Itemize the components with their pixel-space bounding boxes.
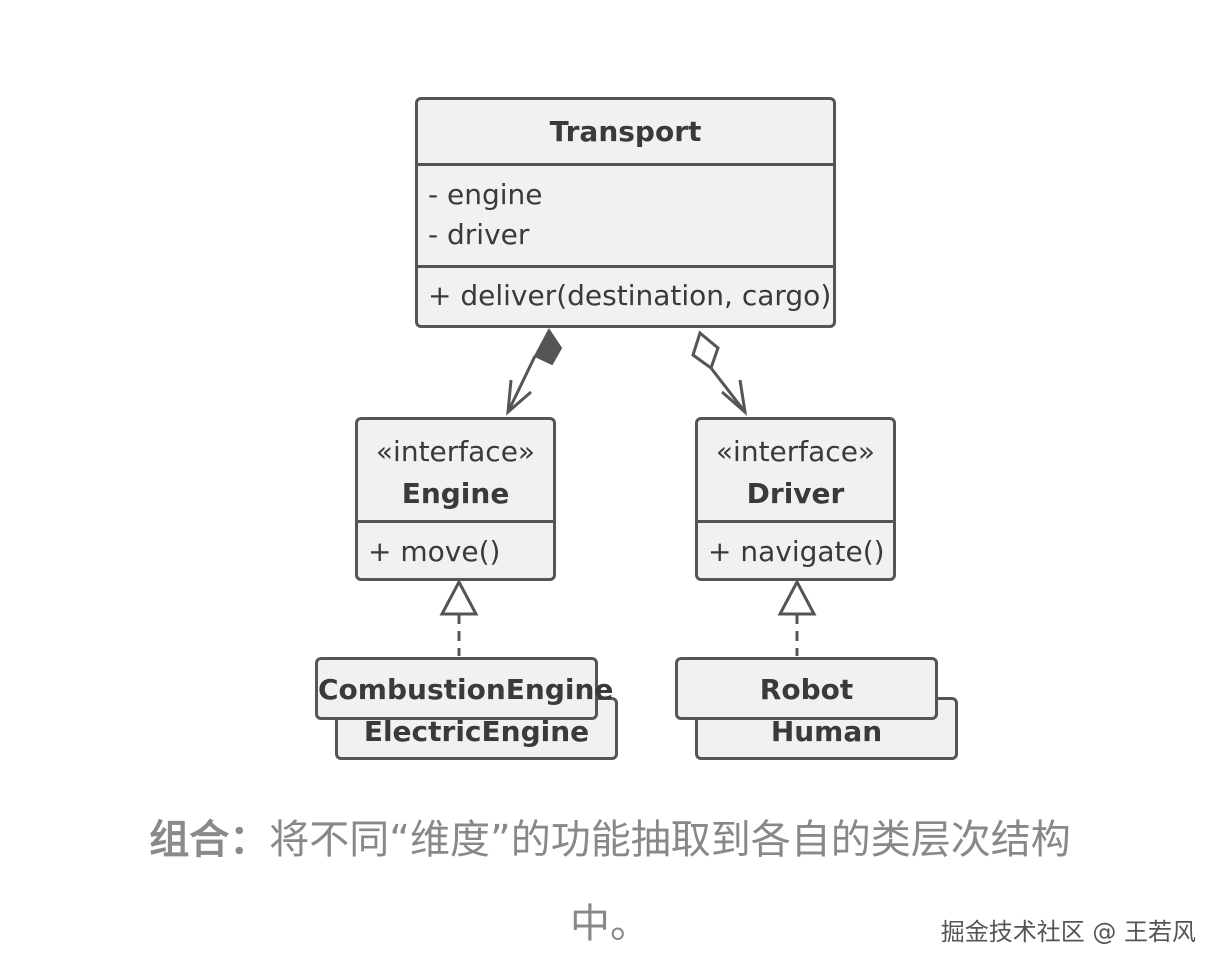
human-name: Human xyxy=(770,715,883,748)
engine-methods: + move() xyxy=(358,520,553,578)
aggregation-connector xyxy=(691,330,748,416)
open-arrowhead-icon xyxy=(721,379,748,416)
robot-class: Robot xyxy=(675,657,938,720)
field-engine: - engine xyxy=(428,178,543,211)
composition-connector xyxy=(506,328,563,416)
open-arrowhead-icon xyxy=(506,379,532,416)
robot-name: Robot xyxy=(759,673,854,706)
figure-caption: 组合：将不同“维度”的功能抽取到各自的类层次结构 中。 xyxy=(60,798,1160,966)
hollow-triangle-icon xyxy=(439,578,479,616)
method-move: + move() xyxy=(368,535,501,568)
caption-text-line-1: 将不同“维度”的功能抽取到各自的类层次结构 xyxy=(269,817,1071,863)
caption-line-1: 组合：将不同“维度”的功能抽取到各自的类层次结构 xyxy=(60,798,1160,882)
transport-methods: + deliver(destination, cargo) xyxy=(418,265,833,325)
engine-interface-name: Engine xyxy=(401,477,510,510)
hollow-triangle-icon xyxy=(777,578,817,616)
driver-interface-name: Driver xyxy=(746,477,845,510)
combustion-engine-name: CombustionEngine xyxy=(318,673,614,706)
composition-diamond-icon xyxy=(533,328,563,366)
caption-text-line-2: 中。 xyxy=(570,901,650,947)
driver-realization-connector xyxy=(777,578,817,656)
aggregation-diamond-icon xyxy=(691,330,720,371)
driver-stereotype: «interface» xyxy=(715,435,876,468)
transport-class: Transport - engine - driver + deliver(de… xyxy=(415,97,836,328)
method-deliver: + deliver(destination, cargo) xyxy=(428,279,832,312)
method-navigate: + navigate() xyxy=(708,535,885,568)
transport-class-name: Transport xyxy=(549,115,702,148)
engine-realization-connector xyxy=(439,578,479,656)
field-driver: - driver xyxy=(428,218,530,251)
caption-label: 组合： xyxy=(149,817,270,863)
engine-interface: «interface» Engine + move() xyxy=(355,417,556,581)
electric-engine-name: ElectricEngine xyxy=(363,715,590,748)
watermark: 掘金技术社区 @ 王若风 xyxy=(940,918,1196,946)
driver-methods: + navigate() xyxy=(698,520,893,578)
engine-stereotype: «interface» xyxy=(375,435,536,468)
driver-interface: «interface» Driver + navigate() xyxy=(695,417,896,581)
combustion-engine-class: CombustionEngine xyxy=(315,657,614,720)
transport-fields: - engine - driver xyxy=(418,163,833,265)
